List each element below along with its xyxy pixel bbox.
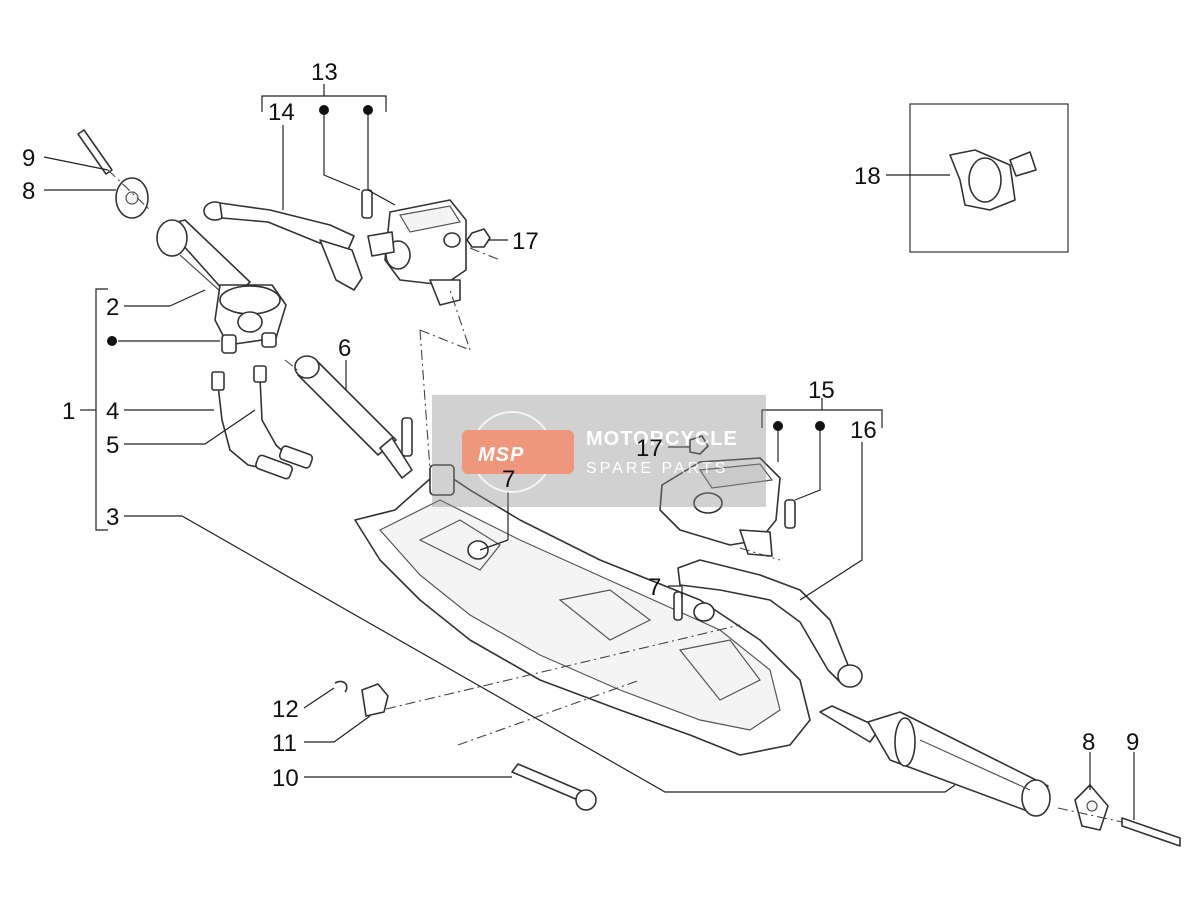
right-bar-end — [1074, 784, 1181, 847]
callout-12: 12 — [272, 696, 299, 723]
callout-13: 13 — [311, 59, 338, 86]
bullet-1 — [107, 336, 117, 346]
callout-3: 3 — [106, 504, 119, 531]
callout-11: 11 — [272, 730, 297, 757]
callout-8-left: 8 — [22, 178, 35, 205]
handlebar-body — [354, 417, 811, 756]
watermark-line2: SPARE PARTS — [586, 460, 728, 477]
leader-lines — [43, 84, 1135, 820]
assembly-lines — [107, 169, 1123, 823]
callout-16: 16 — [850, 417, 877, 444]
callout-10: 10 — [272, 765, 299, 792]
bullet-13b — [363, 105, 373, 115]
callout-5: 5 — [106, 432, 119, 459]
watermark-line1: MOTORCYCLE — [586, 428, 738, 450]
callout-1: 1 — [62, 398, 75, 425]
detail-box — [909, 103, 1069, 253]
callout-9-right: 9 — [1126, 729, 1139, 756]
callout-17-lower: 17 — [636, 435, 663, 462]
left-master-cylinder — [361, 189, 467, 306]
bullet-13a — [319, 105, 329, 115]
callout-labels: 9 8 13 14 17 18 2 6 1 4 5 3 15 16 17 7 7… — [22, 59, 1139, 792]
callout-14: 14 — [268, 99, 295, 126]
callout-7-center: 7 — [502, 466, 515, 493]
left-bar-end — [77, 129, 149, 219]
nut-upper — [466, 228, 491, 248]
throttle-cables — [211, 365, 314, 480]
watermark: MSP MOTORCYCLE SPARE PARTS — [432, 395, 766, 507]
callout-17-upper: 17 — [512, 228, 539, 255]
callout-7-right: 7 — [648, 574, 661, 601]
right-master-cylinder — [659, 435, 796, 557]
callout-4: 4 — [106, 398, 119, 425]
bullet-markers — [107, 105, 825, 431]
callout-6: 6 — [338, 335, 351, 362]
callout-18: 18 — [854, 163, 881, 190]
callout-9-left: 9 — [22, 145, 35, 172]
callout-2: 2 — [106, 294, 119, 321]
right-brake-lever — [677, 559, 863, 688]
bullet-15a — [773, 421, 783, 431]
watermark-logo: MSP — [478, 444, 524, 466]
callout-15: 15 — [808, 377, 835, 404]
right-grip — [819, 705, 1051, 817]
left-throttle-grip — [156, 219, 287, 354]
bullet-15b — [815, 421, 825, 431]
handlebar-tube — [294, 355, 413, 479]
left-brake-lever — [203, 201, 363, 291]
long-bolt — [511, 763, 597, 811]
callout-8-right: 8 — [1082, 729, 1095, 756]
clip-and-block — [334, 680, 389, 717]
